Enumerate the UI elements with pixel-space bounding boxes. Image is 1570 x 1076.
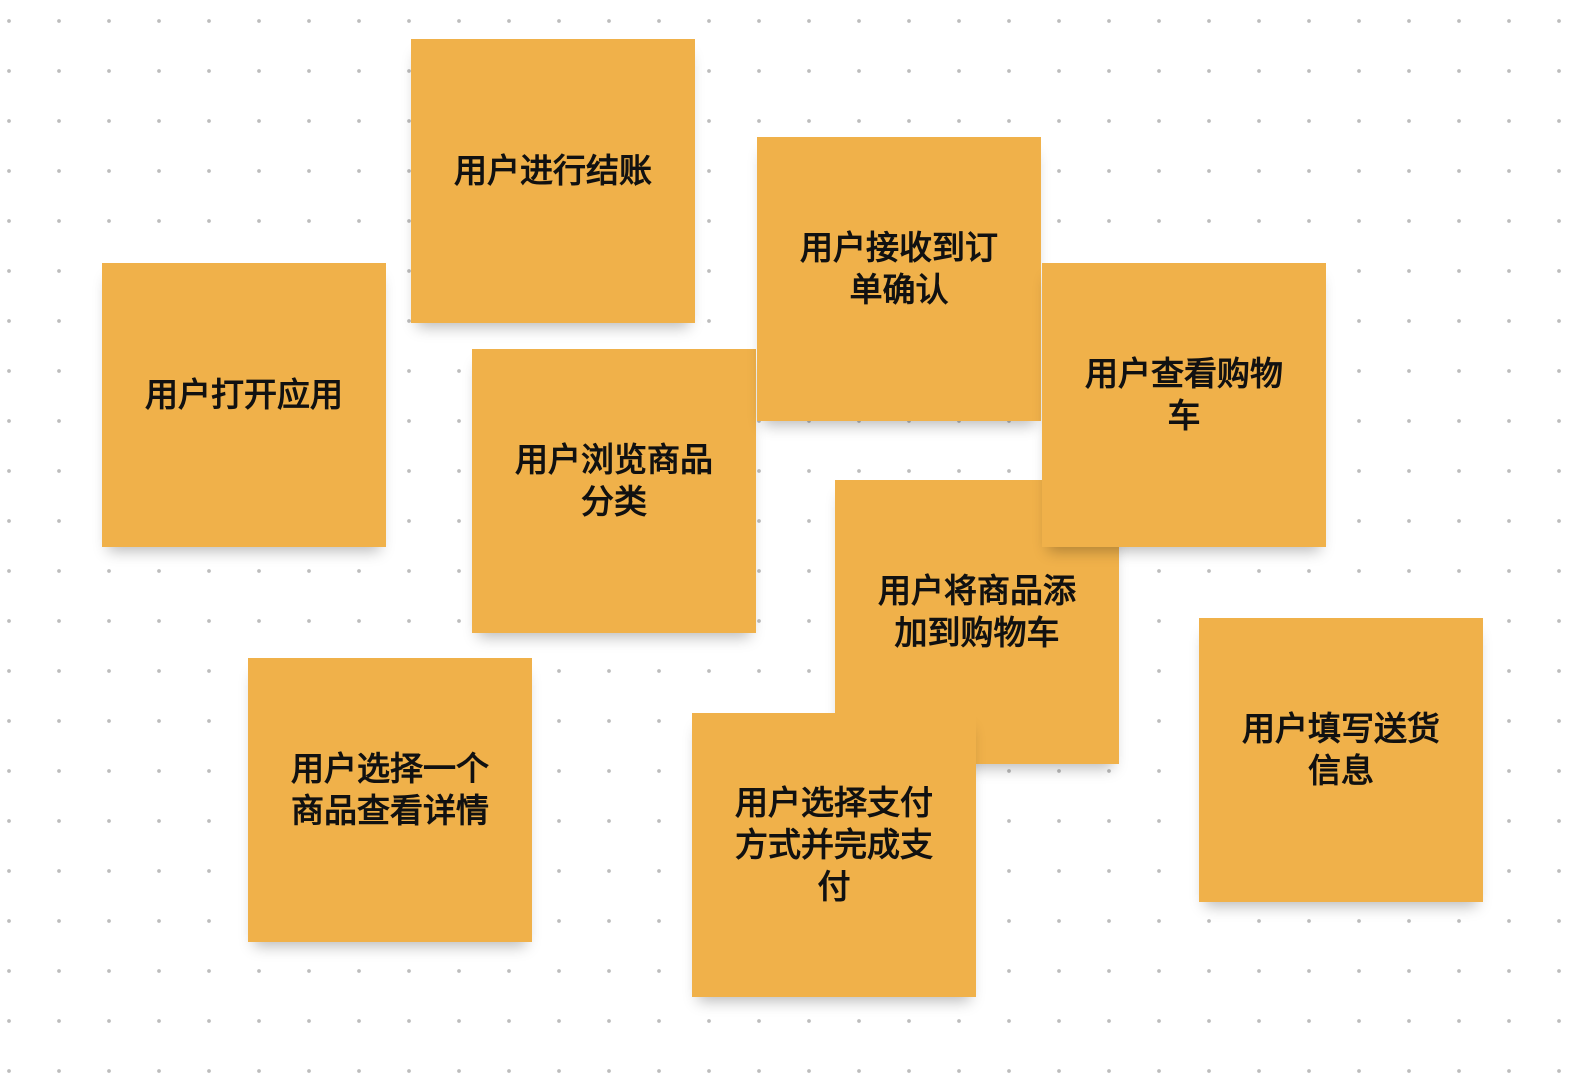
sticky-note-open-app[interactable]: 用户打开应用 xyxy=(102,263,386,547)
sticky-note-browse-categories[interactable]: 用户浏览商品分类 xyxy=(472,349,756,633)
sticky-note-text: 用户查看购物车 xyxy=(1085,354,1283,435)
sticky-note-text: 用户浏览商品分类 xyxy=(515,440,713,521)
sticky-note-text: 用户将商品添加到购物车 xyxy=(878,571,1076,652)
sticky-note-payment[interactable]: 用户选择支付方式并完成支付 xyxy=(692,713,976,997)
sticky-note-text: 用户选择一个商品查看详情 xyxy=(291,749,489,830)
sticky-note-checkout[interactable]: 用户进行结账 xyxy=(411,39,695,323)
sticky-note-text: 用户填写送货信息 xyxy=(1242,709,1440,790)
sticky-note-text: 用户选择支付方式并完成支付 xyxy=(735,783,933,906)
sticky-note-view-cart[interactable]: 用户查看购物车 xyxy=(1042,263,1326,547)
sticky-note-text: 用户进行结账 xyxy=(454,151,652,190)
sticky-note-text: 用户打开应用 xyxy=(145,375,343,414)
sticky-note-order-confirmation[interactable]: 用户接收到订单确认 xyxy=(757,137,1041,421)
sticky-note-shipping-info[interactable]: 用户填写送货信息 xyxy=(1199,618,1483,902)
sticky-note-product-details[interactable]: 用户选择一个商品查看详情 xyxy=(248,658,532,942)
sticky-note-text: 用户接收到订单确认 xyxy=(800,228,998,309)
